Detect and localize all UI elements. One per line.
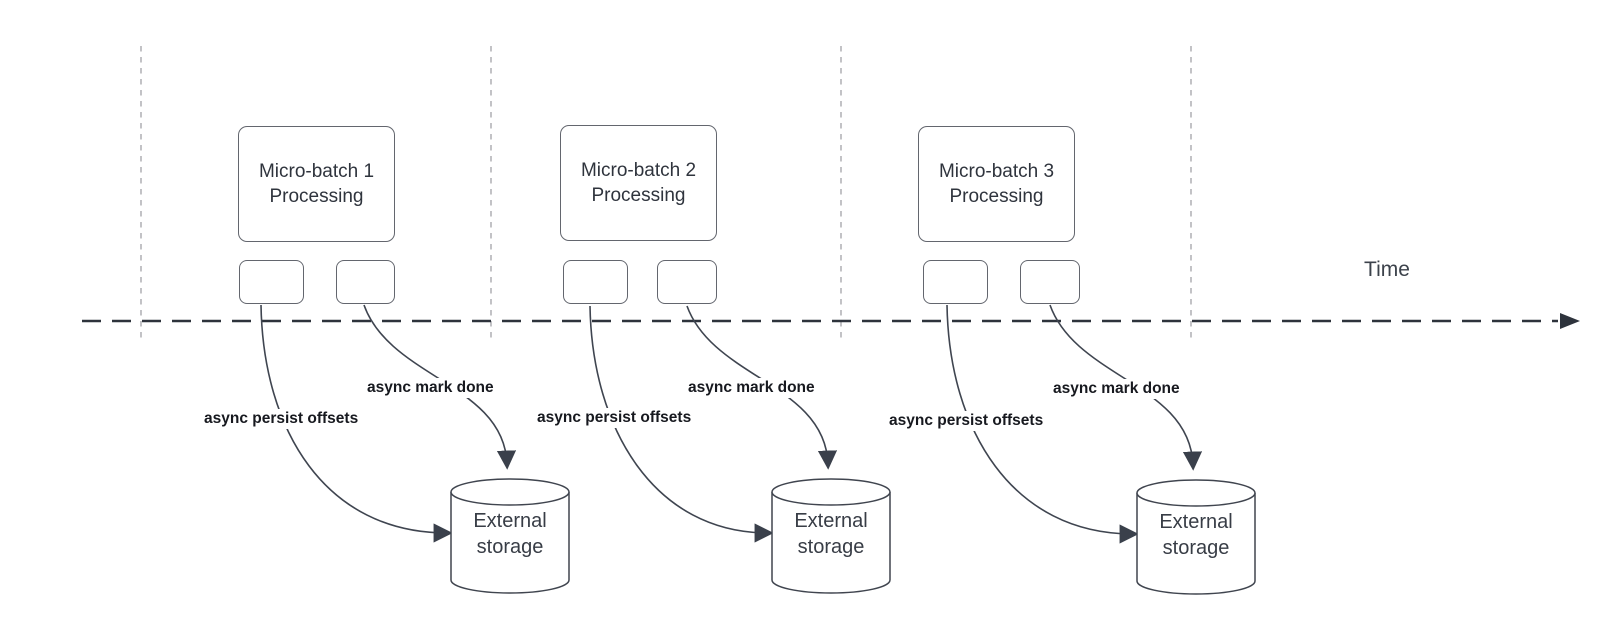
task-box-1-done (336, 260, 395, 304)
async-persist-offsets-label-2: async persist offsets (534, 408, 695, 428)
task-box-2-persist (563, 260, 628, 304)
async-persist-arrow-1 (260, 304, 453, 543)
task-box-1-persist (239, 260, 304, 304)
micro-batch-3-box: Micro-batch 3 Processing (918, 126, 1075, 242)
async-mark-done-label-2: async mark done (685, 378, 818, 398)
time-axis-label: Time (1364, 258, 1410, 281)
external-storage-cylinder-2 (771, 478, 891, 594)
time-axis-arrowhead-icon (1560, 313, 1580, 329)
async-mark-done-label-3: async mark done (1050, 379, 1183, 399)
async-mark-done-label-1: async mark done (364, 378, 497, 398)
async-persist-offsets-label-1: async persist offsets (201, 409, 362, 429)
async-persist-arrow-2 (589, 305, 774, 543)
task-box-2-done (657, 260, 717, 304)
task-box-3-persist (923, 260, 988, 304)
async-persist-offsets-label-3: async persist offsets (886, 411, 1047, 431)
external-storage-cylinder-1 (450, 478, 570, 594)
micro-batch-2-box: Micro-batch 2 Processing (560, 125, 717, 241)
external-storage-label-2: External storage (794, 510, 868, 558)
external-storage-cylinder-3 (1136, 479, 1256, 595)
micro-batch-1-box: Micro-batch 1 Processing (238, 126, 395, 242)
task-box-3-done (1020, 260, 1080, 304)
external-storage-label-1: External storage (473, 510, 547, 558)
async-persist-arrow-3 (946, 304, 1139, 544)
external-storage-label-3: External storage (1159, 511, 1233, 559)
